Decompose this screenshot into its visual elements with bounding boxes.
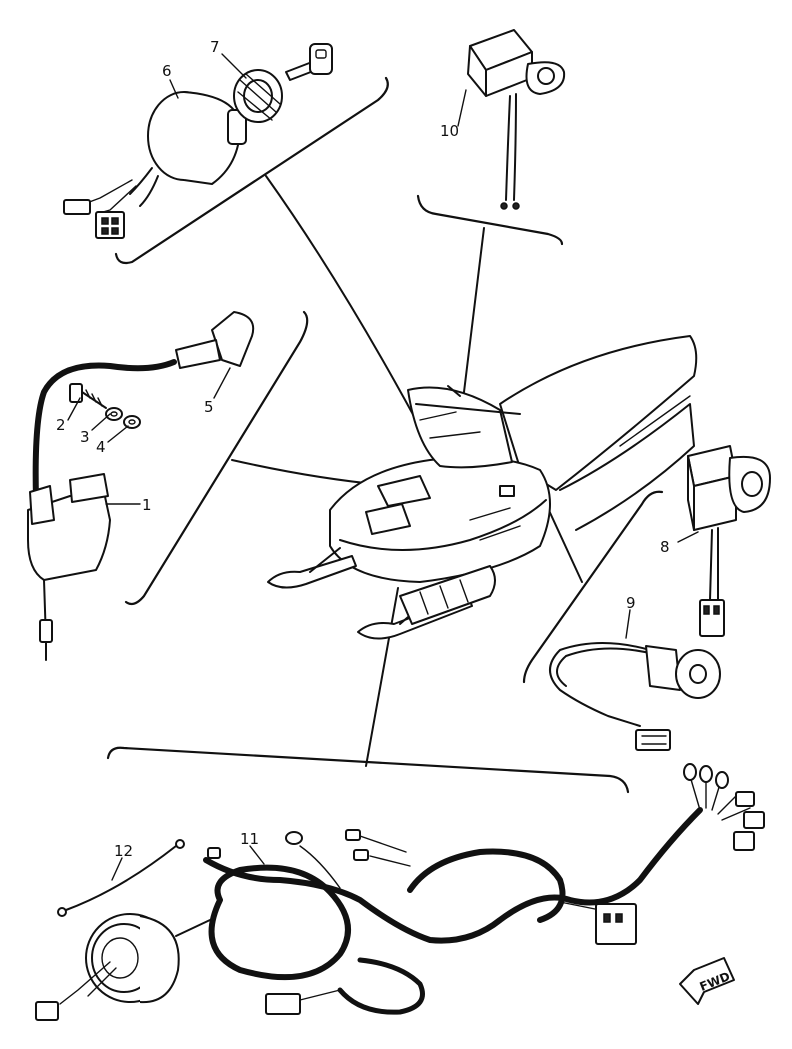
handlebar-switch-part-8 bbox=[687, 445, 771, 637]
callout-3: 3 bbox=[80, 428, 90, 446]
forward-direction-arrow: FWD bbox=[679, 957, 735, 1005]
throttle-switch-part-9 bbox=[549, 642, 721, 751]
callout-8: 8 bbox=[660, 538, 670, 556]
callout-9: 9 bbox=[626, 594, 636, 612]
callout-leaders bbox=[67, 53, 699, 881]
callout-11: 11 bbox=[240, 830, 259, 848]
bolt-part-2 bbox=[69, 383, 107, 409]
snowmobile-illustration bbox=[267, 335, 698, 640]
bracket-ignition-coil-group bbox=[124, 310, 309, 606]
callout-10: 10 bbox=[440, 122, 459, 140]
callout-2: 2 bbox=[56, 416, 66, 434]
wire-harness-part-11 bbox=[203, 763, 765, 1015]
washer-part-4 bbox=[123, 415, 141, 429]
bracket-relay-group bbox=[416, 194, 564, 246]
meter-gauge bbox=[35, 913, 211, 1021]
callout-7: 7 bbox=[210, 38, 220, 56]
leader-relay bbox=[463, 227, 485, 393]
washer-part-3 bbox=[105, 407, 123, 421]
ignition-coil-part-1 bbox=[27, 359, 177, 661]
bracket-main-switch-group bbox=[114, 76, 389, 265]
relay-part-10 bbox=[467, 29, 566, 210]
leader-wire-harness bbox=[365, 587, 399, 767]
main-switch-part-6 bbox=[63, 91, 247, 239]
callout-12: 12 bbox=[114, 842, 133, 860]
callout-6: 6 bbox=[162, 62, 172, 80]
leader-main-switch bbox=[265, 175, 417, 421]
bracket-handlebar-switch-group bbox=[522, 490, 664, 684]
callout-5: 5 bbox=[204, 398, 214, 416]
spark-plug-cap-part-5 bbox=[175, 311, 255, 369]
callout-1: 1 bbox=[142, 496, 152, 514]
callout-4: 4 bbox=[96, 438, 106, 456]
key-and-ring-nut-part-7 bbox=[233, 43, 333, 123]
ground-wire-part-12 bbox=[57, 839, 185, 917]
